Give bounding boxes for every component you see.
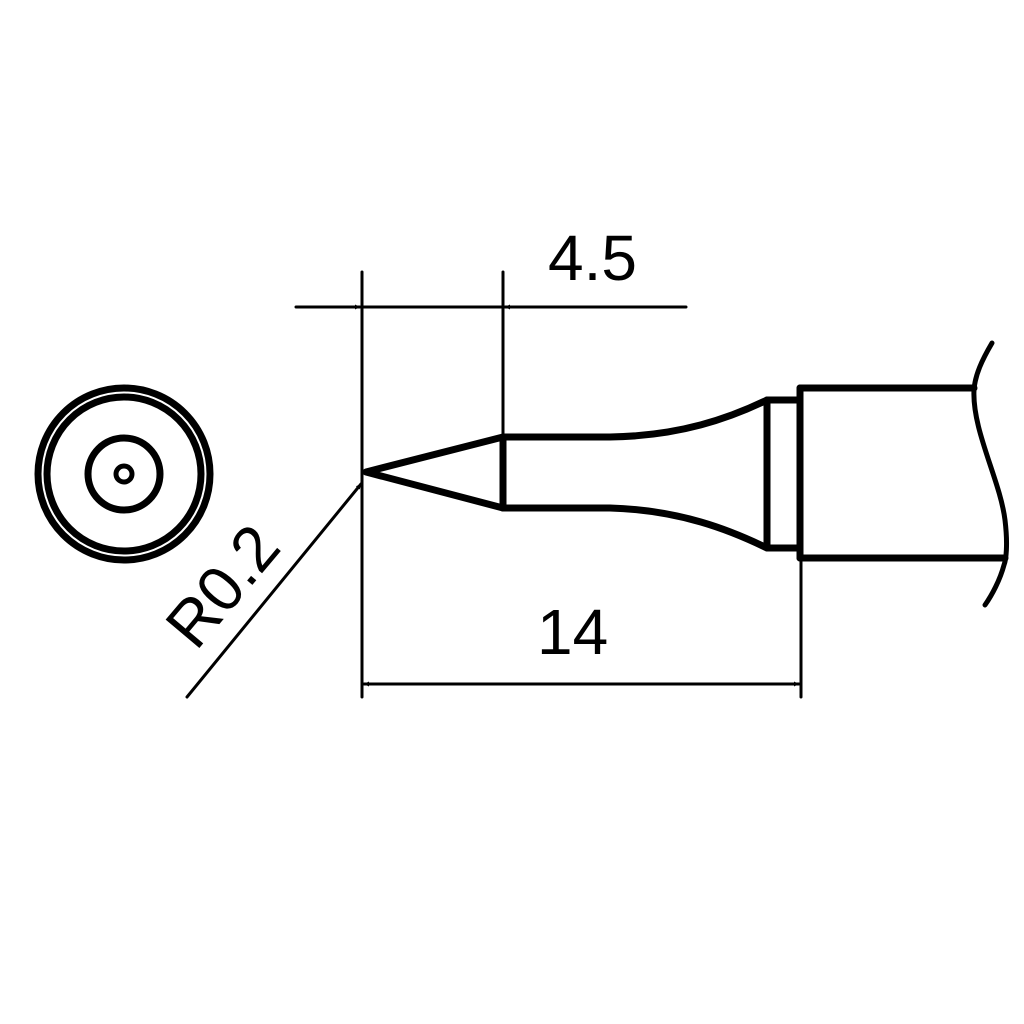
end-view-shank-circle [84, 434, 164, 514]
shank-top-edge [499, 396, 771, 441]
tip-side-view [362, 340, 1010, 608]
dim-label-4-5: 4.5 [548, 222, 637, 294]
dimension-14: 14 [362, 596, 801, 687]
end-view-outer-ring [34, 384, 214, 564]
shank-bottom-edge [499, 504, 771, 552]
dim-label-14: 14 [537, 596, 608, 668]
conical-tip [362, 433, 507, 512]
radius-leader-line [185, 482, 363, 699]
break-line [971, 340, 1010, 608]
end-view [34, 384, 214, 564]
dimension-4-5: 4.5 [294, 222, 688, 310]
radius-callout: R0.2 [152, 482, 363, 699]
end-view-tip-point [113, 463, 135, 485]
collar [763, 396, 804, 552]
end-view-inner-ring [43, 393, 205, 555]
